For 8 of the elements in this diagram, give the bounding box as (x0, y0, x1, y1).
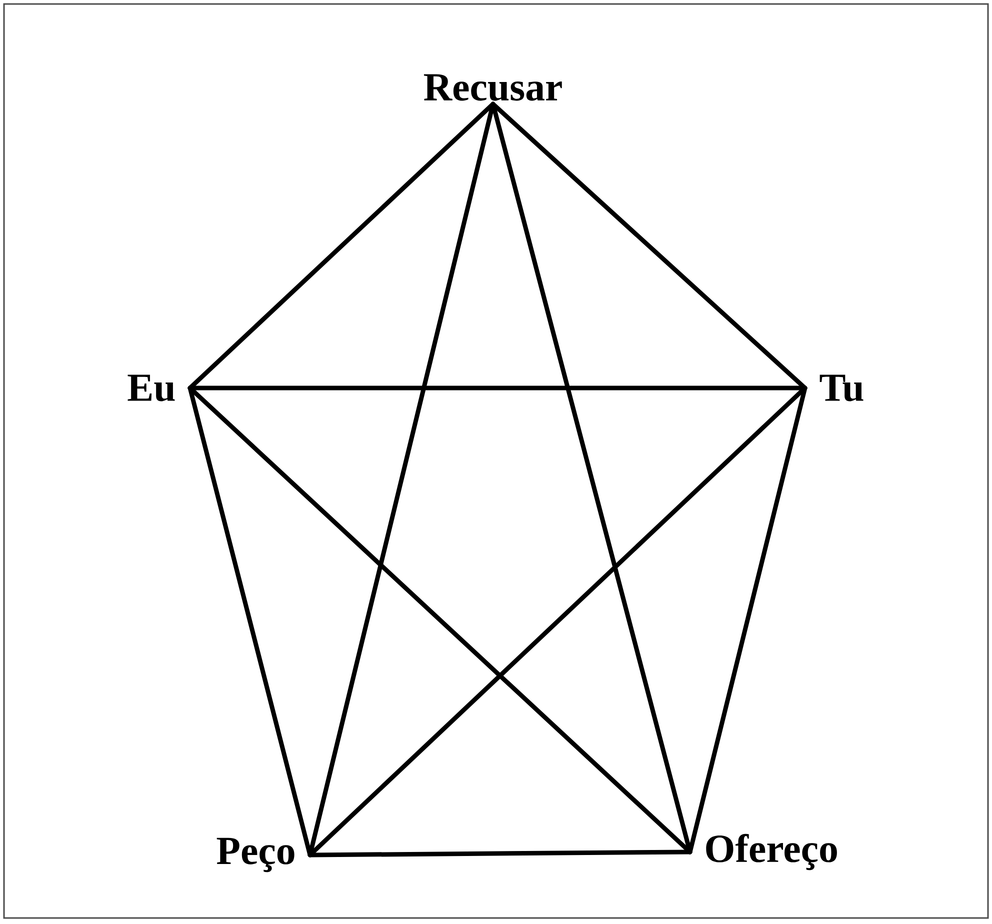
vertex-label: Peço (216, 838, 294, 872)
vertex-label: Eu (128, 374, 175, 402)
line (188, 386, 808, 390)
vertex-label: Tu (820, 374, 864, 402)
vertex-label: Ofereço (706, 834, 837, 870)
vertex-label: Recusar (424, 74, 562, 101)
line (308, 850, 692, 858)
line (688, 386, 808, 854)
